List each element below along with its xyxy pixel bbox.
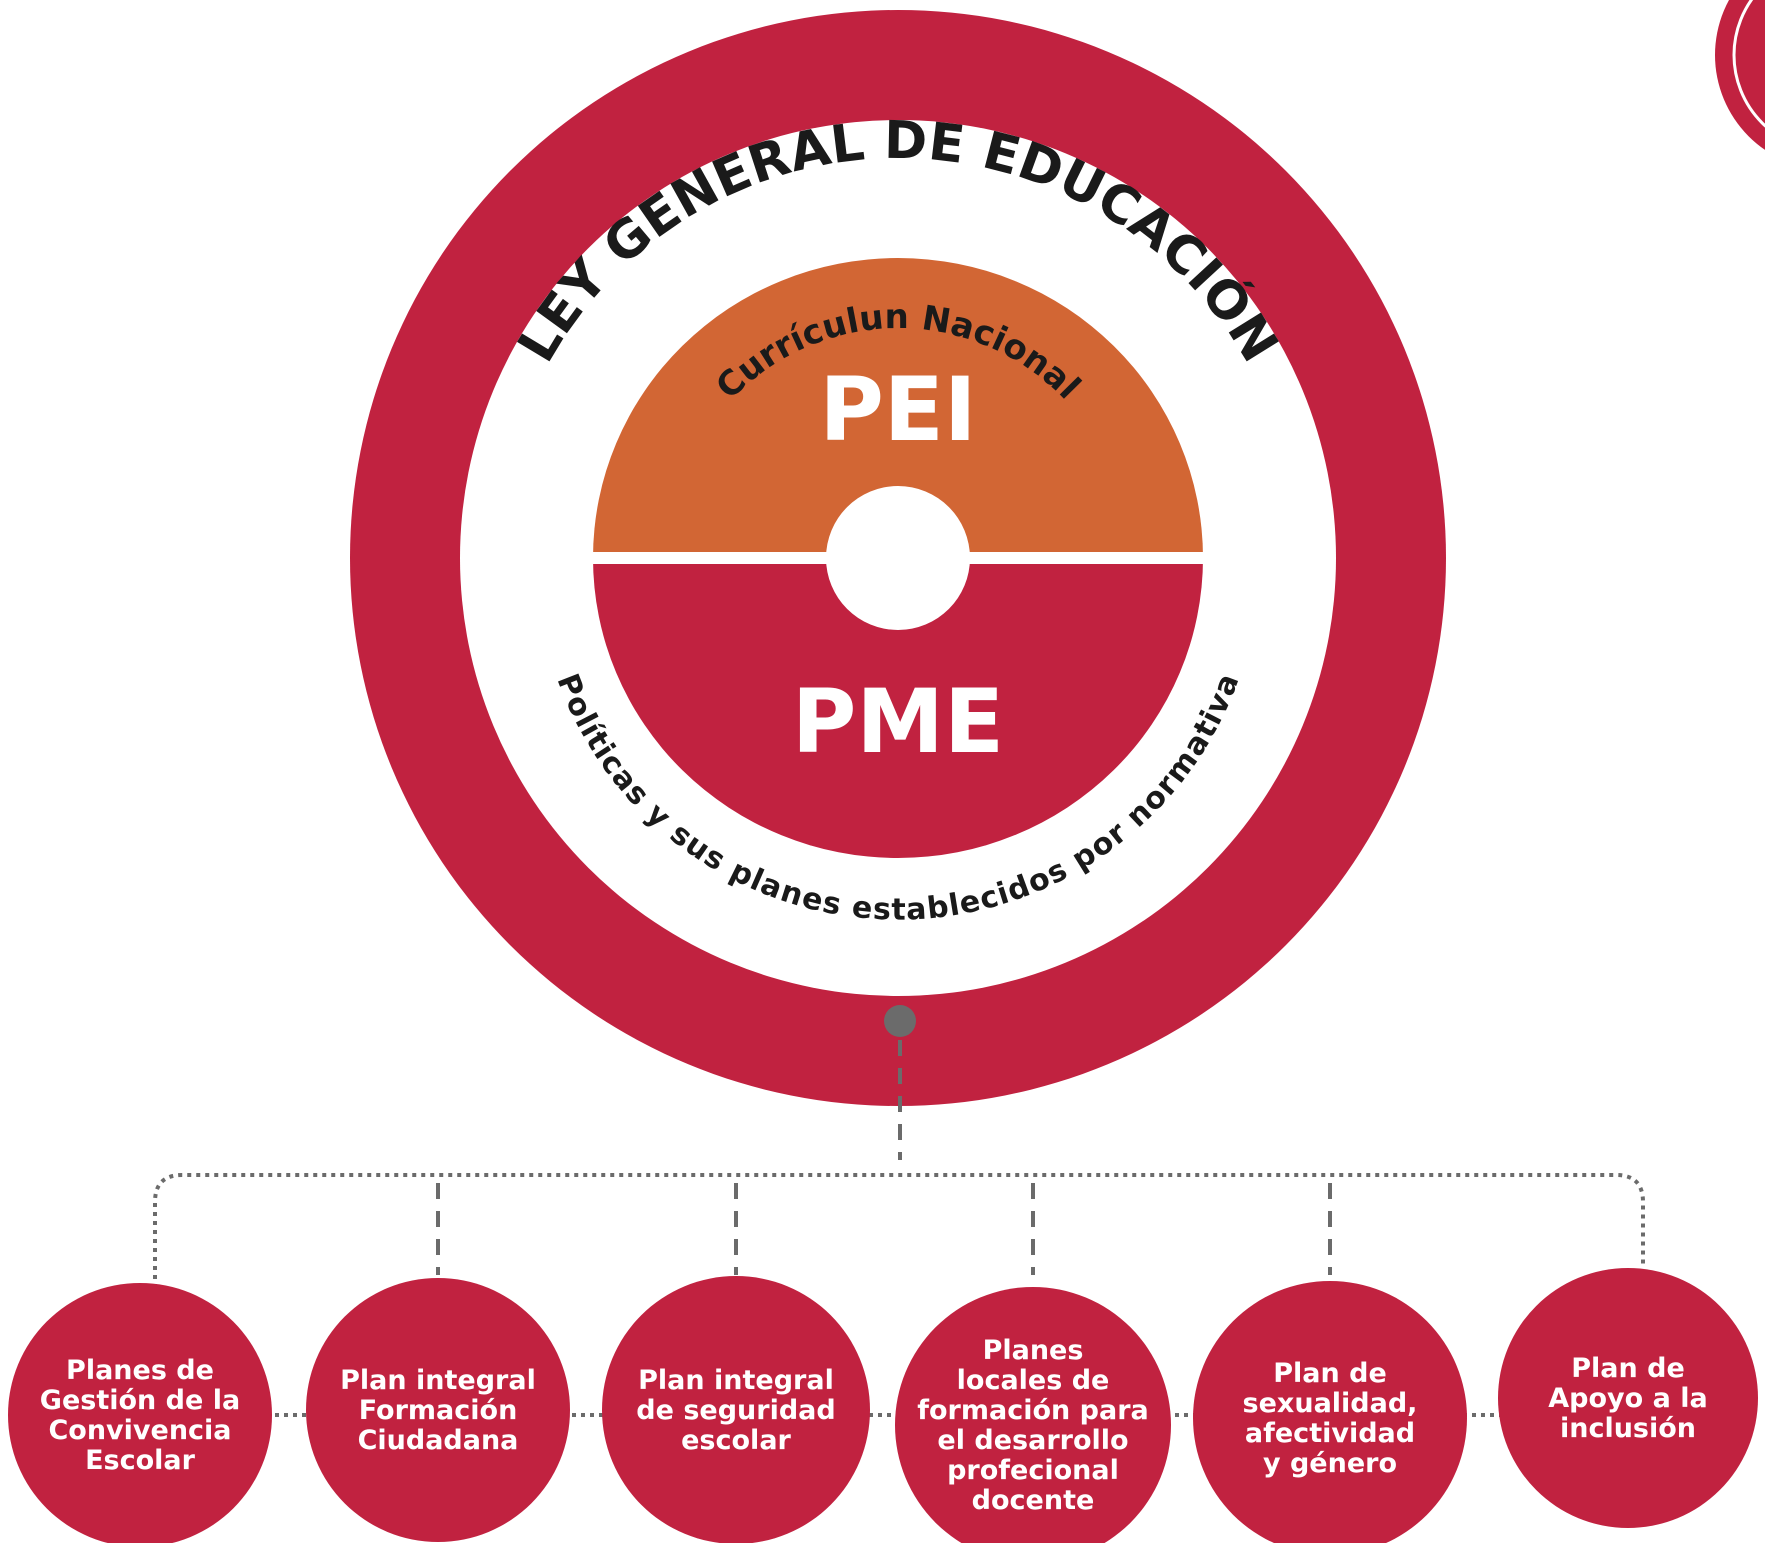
- plan-label-line: Gestión de la: [40, 1385, 240, 1416]
- corner-logo: [1715, 0, 1765, 150]
- core-hole: [826, 486, 970, 630]
- pei-label: PEI: [819, 358, 976, 461]
- plan-label-line: el desarrollo: [937, 1425, 1128, 1456]
- pme-half: [593, 558, 1203, 858]
- plan-label-line: docente: [972, 1485, 1095, 1516]
- pme-label: PME: [792, 670, 1004, 773]
- plan-label-line: y género: [1263, 1448, 1397, 1479]
- plan-disc: [8, 1283, 272, 1543]
- connector-drops: [436, 1183, 1332, 1275]
- plan-disc: [895, 1287, 1171, 1543]
- pei-half: [593, 258, 1203, 558]
- plan-label-line: Plan integral: [638, 1365, 834, 1396]
- plan-label-line: escolar: [681, 1425, 791, 1456]
- plan-label-line: formación para: [917, 1395, 1148, 1426]
- plan-label-line: Plan de: [1571, 1353, 1685, 1384]
- connector-bus: [153, 1173, 1645, 1288]
- connector-node: [884, 1005, 916, 1037]
- plan-label-line: Apoyo a la: [1548, 1383, 1707, 1414]
- plan-label-line: inclusión: [1560, 1413, 1696, 1444]
- plan-label-line: Planes de: [66, 1355, 214, 1386]
- plan-label-line: Ciudadana: [358, 1425, 519, 1456]
- plan-label-line: Escolar: [85, 1445, 196, 1476]
- plan-disc: [306, 1278, 570, 1542]
- plan-label-line: afectividad: [1245, 1418, 1415, 1449]
- plan-label-line: Planes: [983, 1335, 1084, 1366]
- plan-label-line: Plan de: [1273, 1358, 1387, 1389]
- plan-label-line: Convivencia: [48, 1415, 231, 1446]
- plan-disc: [602, 1276, 870, 1543]
- core-disc: PEI PME: [590, 258, 1206, 858]
- plan-label-line: Plan integral: [340, 1365, 536, 1396]
- plan-label-line: de seguridad: [636, 1395, 835, 1426]
- plan-disc: [1193, 1281, 1467, 1543]
- plan-label-line: locales de: [957, 1365, 1110, 1396]
- plan-disc: [1498, 1268, 1758, 1528]
- plan-label-line: Formación: [359, 1395, 518, 1426]
- plan-label-line: sexualidad,: [1243, 1388, 1418, 1419]
- plan-label-line: profecional: [947, 1455, 1119, 1486]
